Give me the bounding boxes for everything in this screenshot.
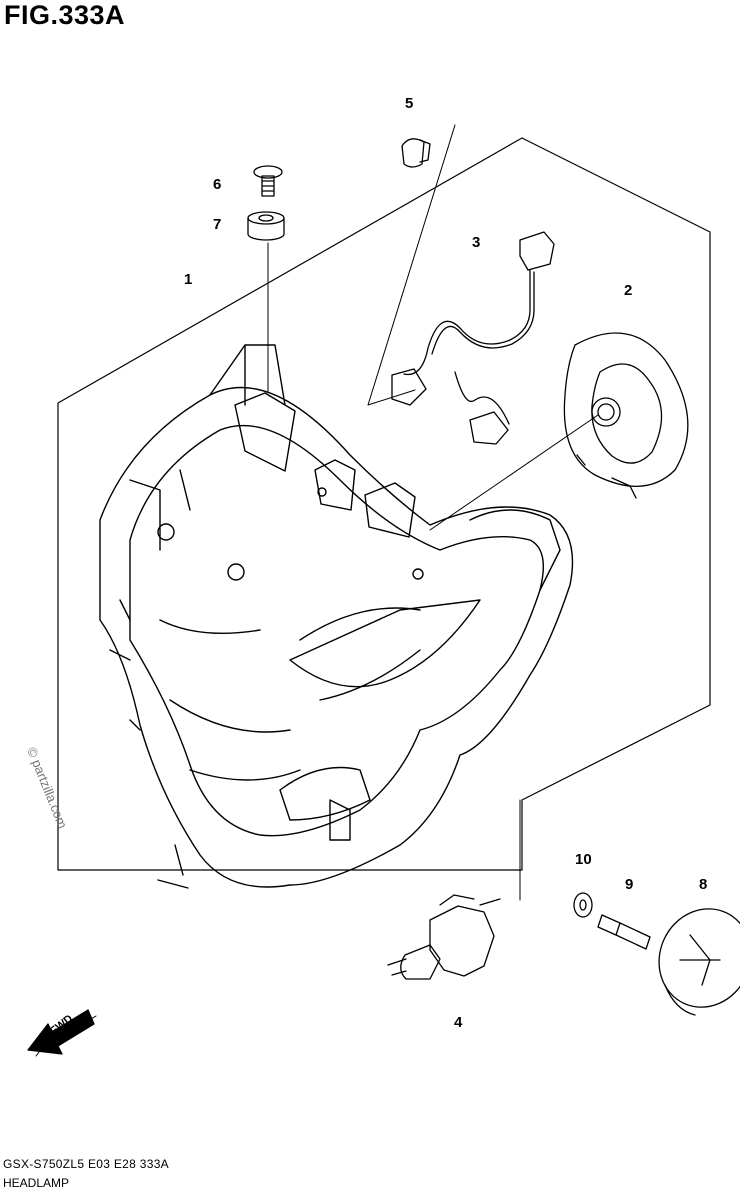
callout-1: 1 [184,271,193,288]
pin-part-9 [597,914,651,950]
headlamp-housing-part-1 [99,344,574,889]
washer-part-10 [573,892,593,918]
callout-5: 5 [405,95,414,112]
callout-4: 4 [454,1014,463,1031]
bolt-part-6 [253,165,283,197]
grommet-part-7 [247,211,285,241]
harness-part-3 [391,231,555,445]
callout-7: 7 [213,216,222,233]
bulb-part-4 [387,894,501,980]
socket-cover-part-2 [563,332,689,499]
figure-title: FIG.333A [4,0,126,30]
bulb-5-leader [367,124,456,406]
cap-part-8 [658,908,740,1016]
bulb-part-5 [401,138,431,168]
callout-2: 2 [624,282,633,299]
callout-8: 8 [699,876,708,893]
socket-2-leader [429,414,599,531]
callout-3: 3 [472,234,481,251]
callout-9: 9 [625,876,634,893]
fwd-arrow-icon [27,1009,97,1057]
assembly-outline [57,137,711,871]
figure-caption: HEADLAMP [3,1176,70,1190]
callout-10: 10 [575,851,592,868]
model-code: GSX-S750ZL5 E03 E28 333A [3,1157,169,1171]
callout-6: 6 [213,176,222,193]
